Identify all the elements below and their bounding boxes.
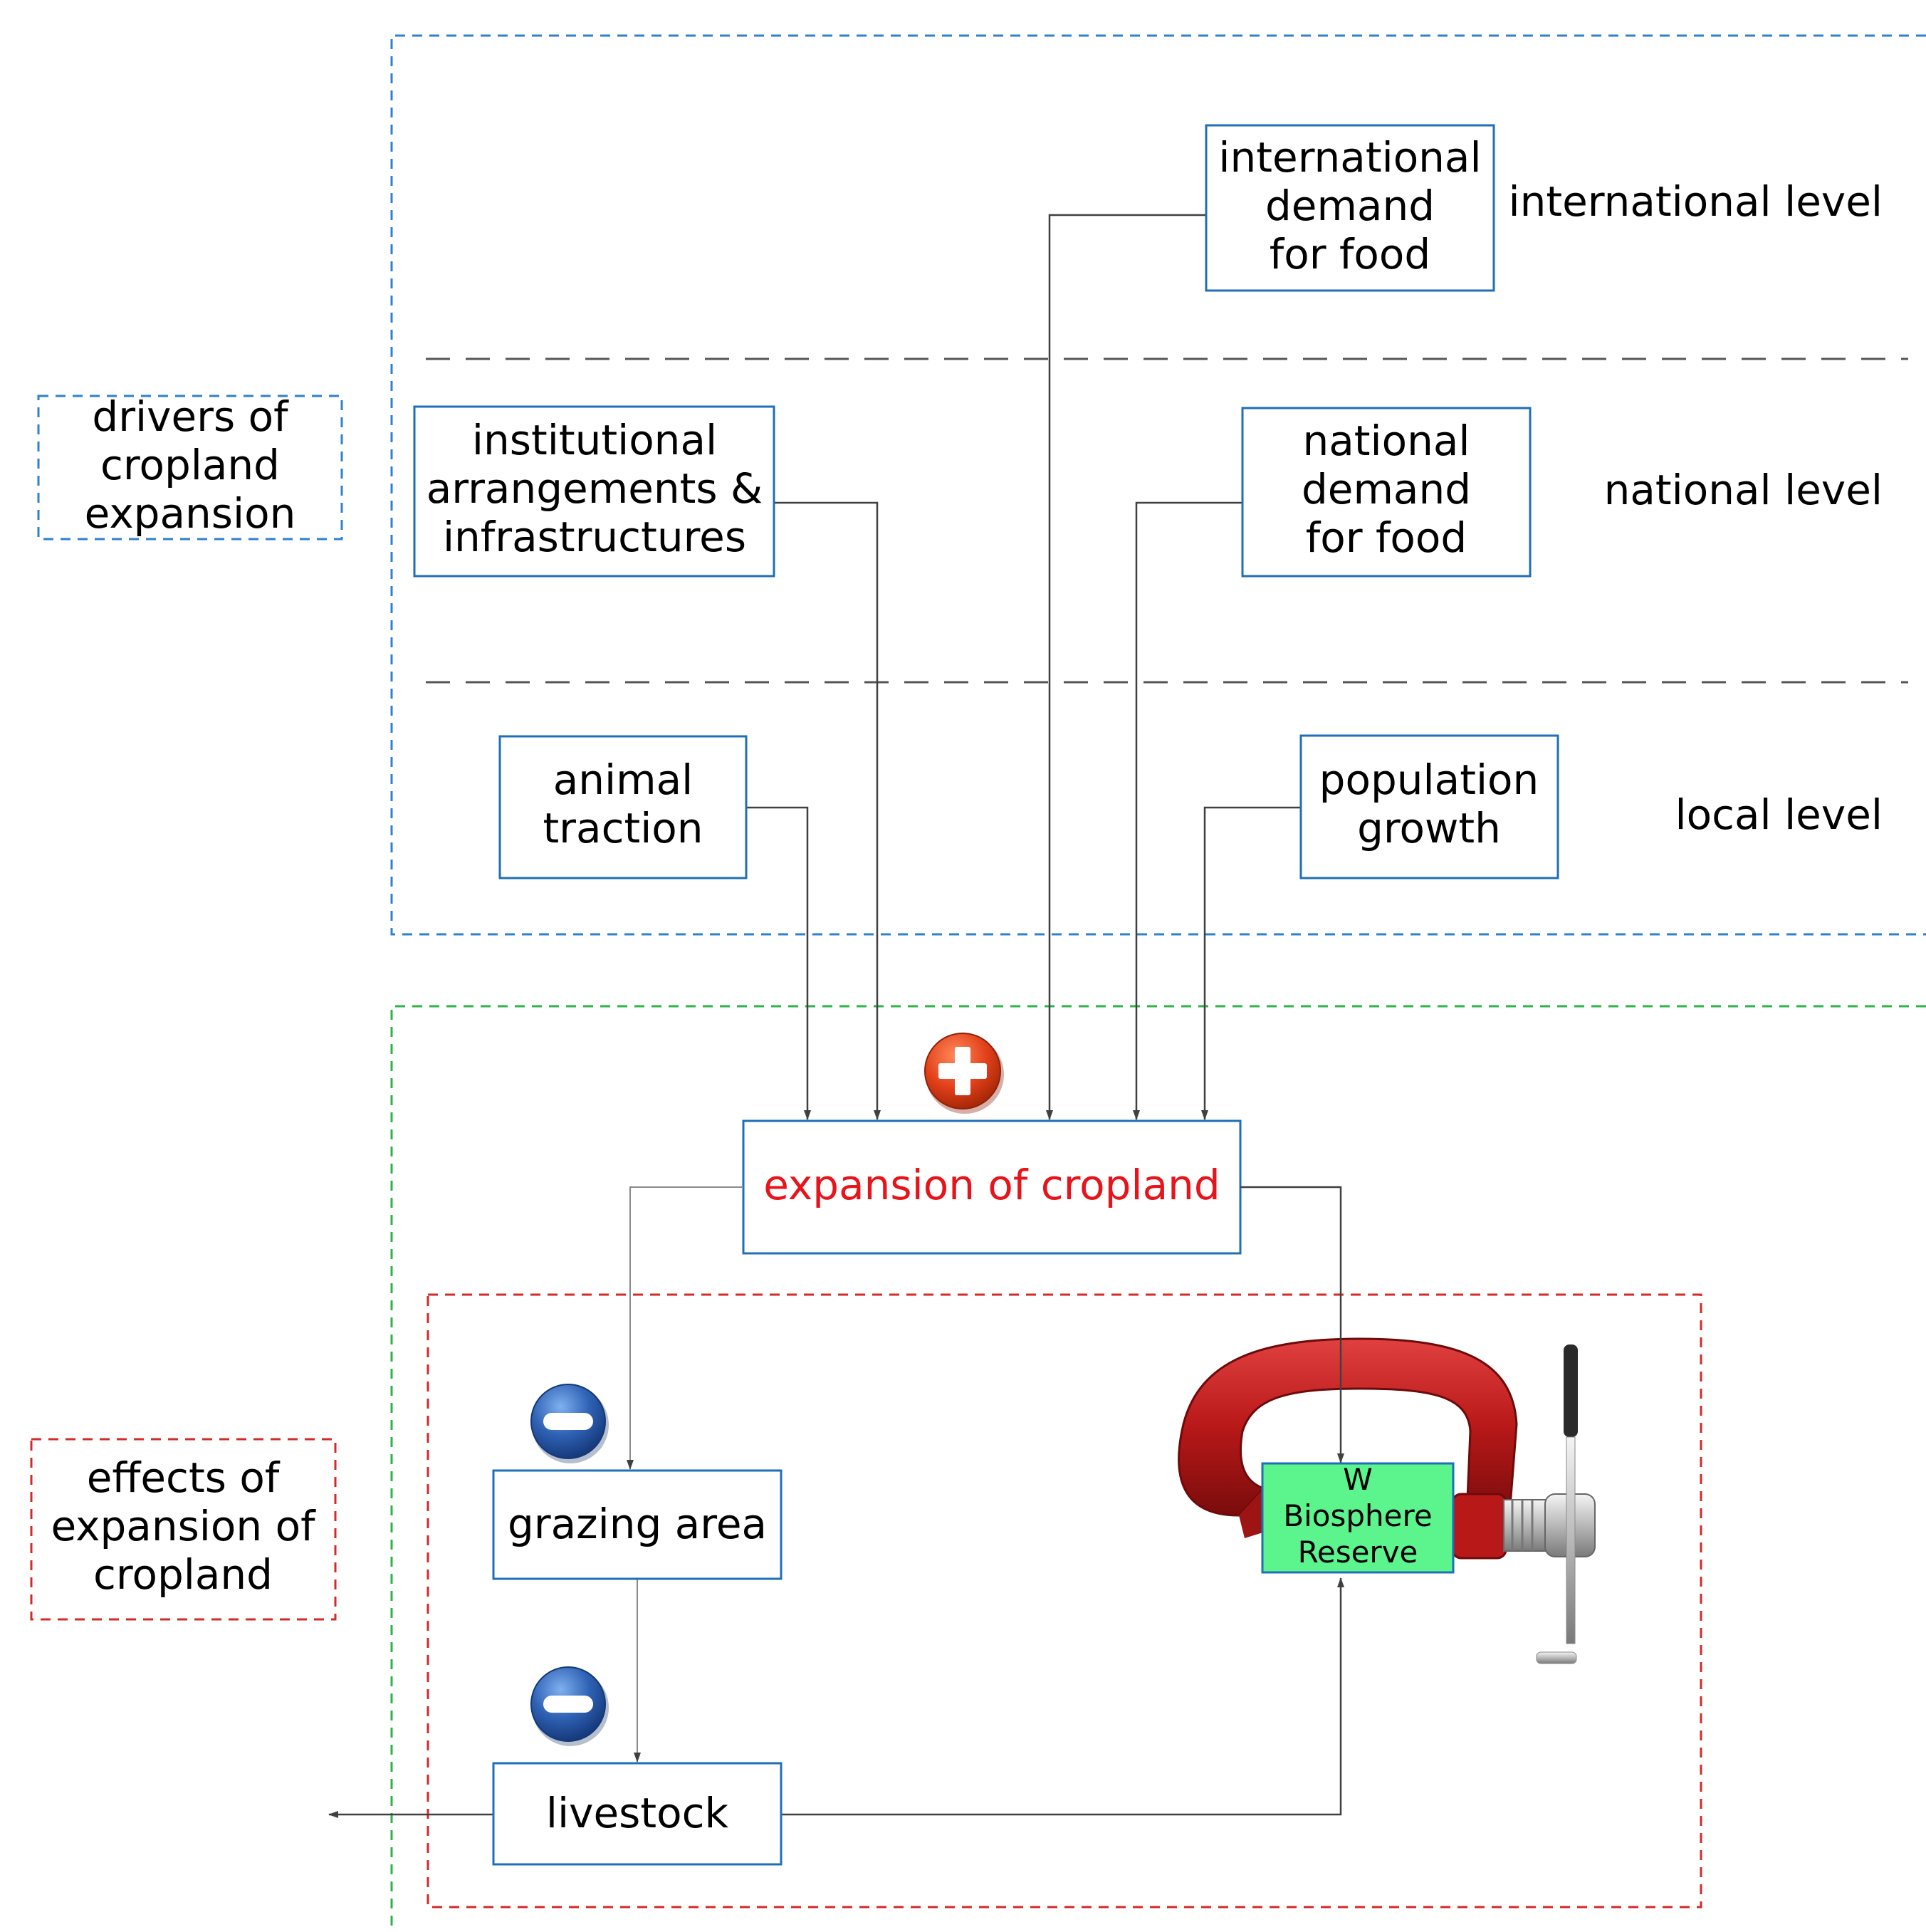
- population-growth-line-2: growth: [1357, 804, 1501, 852]
- institutional-box: [413, 405, 775, 578]
- grazing-area-box: [492, 1469, 783, 1580]
- international-demand-box: [1205, 124, 1495, 292]
- w-biosphere-reserve-box: [1261, 1462, 1455, 1574]
- animal-traction-line-1: animal: [553, 756, 694, 804]
- connector-animal-traction: [746, 806, 811, 1120]
- national-demand-box: [1241, 407, 1532, 578]
- expansion-of-cropland-box: [742, 1119, 1242, 1255]
- population-growth-line-1: population: [1319, 756, 1539, 804]
- institutional-line-1: institutional: [472, 416, 717, 464]
- population-growth-box: [1299, 734, 1559, 879]
- connector-international: [1046, 214, 1206, 1120]
- international-demand-line-1: international: [1218, 133, 1481, 182]
- grazing-area-label: grazing area: [508, 1500, 767, 1548]
- drivers-legend-line-1: drivers of: [92, 392, 289, 441]
- livestock-box: [492, 1762, 783, 1866]
- connector-to-grazing: [627, 1186, 743, 1470]
- expansion-of-cropland-label: expansion of cropland: [763, 1161, 1220, 1209]
- international-level-label: international level: [1508, 177, 1883, 226]
- drivers-legend-box: [37, 395, 343, 541]
- reserve-line-3: Reserve: [1298, 1535, 1418, 1570]
- connector-to-reserve: [1240, 1186, 1344, 1463]
- animal-traction-line-2: traction: [543, 804, 703, 852]
- international-demand-line-3: for food: [1270, 230, 1430, 278]
- institutional-line-3: infrastructures: [443, 513, 746, 561]
- effects-inner-frame: [426, 1293, 1702, 1908]
- drivers-legend-line-2: cropland: [100, 441, 280, 489]
- effects-legend-line-1: effects of: [87, 1453, 281, 1502]
- national-demand-line-2: demand: [1302, 465, 1471, 513]
- international-demand-line-2: demand: [1265, 182, 1435, 230]
- national-demand-line-3: for food: [1306, 513, 1467, 562]
- local-level-label: local level: [1675, 790, 1883, 839]
- reserve-line-1: W: [1343, 1462, 1373, 1497]
- connector-institutional: [774, 501, 881, 1120]
- reserve-line-2: Biosphere: [1283, 1498, 1432, 1533]
- drivers-frame: [390, 34, 1926, 936]
- connector-national: [1133, 501, 1242, 1120]
- national-demand-line-1: national: [1302, 417, 1470, 465]
- plus-circle-icon: [924, 1033, 1004, 1114]
- connector-livestock-to-reserve: [781, 1577, 1344, 1816]
- livestock-label: livestock: [546, 1789, 729, 1837]
- effects-legend-line-2: expansion of: [51, 1502, 316, 1550]
- effects-legend-box: [30, 1438, 337, 1621]
- minus-circle-icon: [530, 1384, 609, 1463]
- drivers-legend-line-3: expansion: [85, 489, 296, 538]
- effects-legend-line-3: cropland: [93, 1550, 273, 1599]
- minus-circle-icon: [530, 1666, 609, 1746]
- institutional-line-2: arrangements &: [426, 464, 763, 513]
- national-level-label: national level: [1604, 466, 1883, 514]
- clamp-icon: [1178, 1337, 1596, 1664]
- connector-population: [1201, 806, 1301, 1120]
- animal-traction-box: [498, 735, 748, 879]
